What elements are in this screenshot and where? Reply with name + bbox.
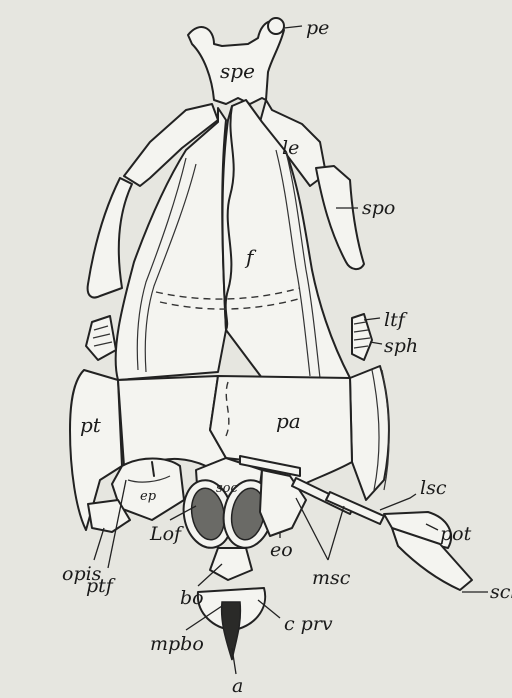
label-pot: pot — [440, 523, 472, 545]
label-mpbo: mpbo — [150, 633, 204, 655]
lead-opis — [94, 528, 104, 560]
label-sph: sph — [384, 335, 418, 357]
lateral-semicircular-canal — [326, 492, 384, 524]
right-sphenotic — [352, 314, 372, 360]
label-bo: bo — [180, 587, 204, 609]
label-pa: pa — [276, 409, 301, 433]
lead-pe — [284, 26, 302, 28]
label-le: le — [282, 137, 299, 159]
label-spe: spe — [220, 59, 255, 83]
label-ep: ep — [140, 489, 157, 504]
right-supraorbital — [316, 166, 364, 269]
label-pt: pt — [80, 413, 102, 437]
label-a: a — [232, 675, 243, 697]
left-parietal — [118, 376, 226, 466]
basioccipital — [210, 548, 252, 580]
label-cprv: c prv — [284, 613, 333, 635]
label-eo: eo — [270, 539, 293, 561]
label-soc: soc — [216, 481, 238, 496]
label-lof: Lof — [149, 523, 184, 545]
label-ptf: ptf — [86, 575, 116, 597]
label-pe: pe — [306, 17, 329, 39]
left-supraorbital — [88, 178, 132, 298]
pe-knob — [268, 18, 284, 34]
lead-lsc — [380, 494, 416, 510]
right-pterotic — [350, 366, 389, 500]
mpbo-dark — [222, 602, 241, 660]
label-ltf: ltf — [384, 309, 408, 331]
left-sphenotic — [86, 316, 116, 360]
label-scl: scl — [490, 581, 512, 603]
label-lsc: lsc — [420, 477, 447, 499]
label-msc: msc — [312, 567, 351, 589]
label-spo: spo — [362, 197, 395, 219]
